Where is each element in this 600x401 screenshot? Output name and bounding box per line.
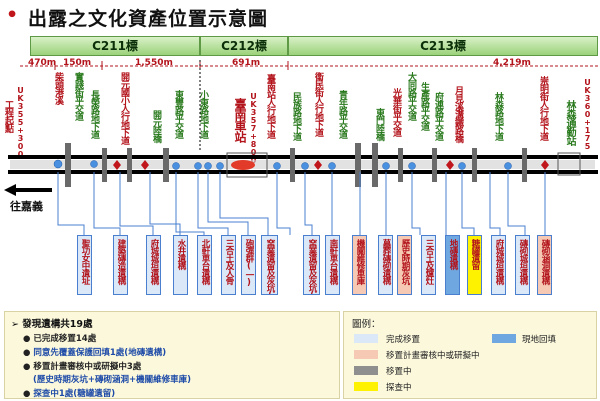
- site-box-1: 聖功女中遺址: [77, 235, 92, 295]
- legend-title: 圖例：: [352, 319, 381, 330]
- right-station-label: UK360+175: [583, 78, 592, 150]
- summary-planning: ● 移置計畫審核中或研擬中3處: [23, 362, 142, 372]
- crossing-xiaodong-road: 小東路地下道: [198, 90, 208, 138]
- distance-4: 691m: [232, 58, 261, 68]
- crossing-dongfeng-road: 東豐路平交道: [173, 90, 183, 138]
- site-box-7: 砲彈群(一): [241, 235, 256, 295]
- site-box-14: 三合土及爐灶: [421, 235, 436, 295]
- crossing-qingnian-road: 青年路平交道: [337, 90, 347, 138]
- legend-label-moving: 移置中: [386, 367, 412, 377]
- crossing-changrong-road: 長榮路地下道: [89, 90, 99, 138]
- site-box-2: 建築磚造遺構: [113, 235, 128, 295]
- project-start-label: 工程起點: [3, 100, 13, 132]
- section-c213: C213標: [288, 36, 598, 56]
- legend-swatch-moving: [354, 366, 378, 375]
- summary-panel: ➢ 發現遺構共19處 ● 已完成移置14處 ● 同意先覆蓋保護回填1處(地磚遺構…: [4, 311, 340, 399]
- crossing-linsen-road: 林森路地下道: [493, 92, 503, 140]
- legend-swatch-backfill: [492, 334, 516, 343]
- site-box-5: 北軒車台遺構: [197, 235, 212, 295]
- site-box-19: 磚砌涵洞遺構: [537, 235, 552, 295]
- crossing-yuejian-creek-bridge: 月見溪溝鐵路橋: [453, 86, 463, 142]
- crossing-chongming-street: 崇明街人行地下道: [538, 76, 548, 140]
- legend-label-backfill: 現地回填: [522, 335, 557, 345]
- legend-label-done: 完成移置: [386, 335, 421, 345]
- central-station-label: UK357+800: [249, 92, 258, 164]
- site-box-11: 機關維修車庫: [352, 235, 367, 295]
- distance-5: 4,219m: [493, 58, 531, 68]
- title-bullet-icon: •: [6, 4, 19, 26]
- legend-swatch-done: [354, 334, 378, 343]
- site-box-15: 地磚遺構: [445, 235, 460, 295]
- crossing-chaitougang-creek: 柴頭港溪: [53, 72, 63, 104]
- section-c211: C211標: [30, 36, 200, 56]
- section-c212: C212標: [200, 36, 288, 56]
- station-linsen: 林森通勤站: [564, 100, 575, 145]
- crossing-minzu-road: 民族路地下道: [291, 92, 301, 140]
- crossing-shijian-street: 實踐街平交道: [73, 72, 83, 120]
- site-box-17: 府城城垣遺構: [491, 235, 506, 295]
- station-tainan: 臺南車站: [233, 98, 247, 142]
- crossing-tainan-station-underpass: 臺南站人行地下道: [265, 74, 275, 138]
- left-station-label: UK355+300: [16, 86, 25, 158]
- crossing-shengchan-road: 生產路平交道: [419, 82, 429, 130]
- site-box-18: 磚砌城垣遺構: [515, 235, 530, 295]
- crossing-kaiyuan-overpass: 開元陸橋: [151, 110, 161, 142]
- legend-panel: 圖例： 完成移置 移置計畫審核中或研擬中 移置中 探查中 現地回填: [343, 311, 597, 399]
- distance-1: 470m: [28, 58, 57, 68]
- site-box-8: 窯業遺留及灰坑(一): [261, 235, 278, 295]
- summary-done: ● 已完成移置14處: [23, 334, 97, 344]
- site-box-10: 南軒車台遺構: [325, 235, 340, 295]
- legend-label-plan: 移置計畫審核中或研擬中: [386, 351, 480, 361]
- page-title: 出露之文化資產位置示意圖: [28, 8, 269, 30]
- crossing-fulian-road: 府連路平交道: [433, 92, 443, 140]
- summary-backfill: ● 同意先覆蓋保護回填1處(地磚遺構): [23, 348, 167, 358]
- distance-3: 1,550m: [135, 58, 173, 68]
- site-box-6: 三合土及人骨: [221, 235, 236, 295]
- legend-swatch-plan: [354, 350, 378, 359]
- site-box-12: 墓葬磚砌遺構: [378, 235, 393, 295]
- site-box-9: 窯業遺留及灰坑(二): [303, 235, 320, 295]
- legend-swatch-probe: [354, 382, 378, 391]
- site-box-13: 歷史時期灰坑: [397, 235, 412, 295]
- summary-total: ➢ 發現遺構共19處: [11, 319, 93, 330]
- site-box-4: 水井遺構: [173, 235, 188, 295]
- crossing-kaiyuan-underpass: 開元國小人行地下道: [119, 72, 129, 144]
- site-box-3: 府城城垣遺構: [146, 235, 161, 295]
- crossing-weimin-street: 衛民街人行地下道: [313, 72, 323, 136]
- distance-2: 150m: [63, 58, 92, 68]
- site-box-16: 糖罐遺留: [467, 235, 482, 295]
- crossing-datong-road: 大同路平交道: [406, 72, 416, 120]
- direction-label: 往嘉義: [10, 200, 43, 213]
- summary-probe: ● 探查中1處(糖罐遺留): [23, 389, 116, 399]
- crossing-guanghua-street: 光華街平交道: [391, 88, 401, 136]
- summary-planning-detail: (歷史時期灰坑+磚砌涵洞+機關維修車庫): [33, 375, 192, 385]
- crossing-dongmen-overpass: 東門陸橋: [374, 108, 384, 140]
- legend-label-probe: 探查中: [386, 383, 412, 393]
